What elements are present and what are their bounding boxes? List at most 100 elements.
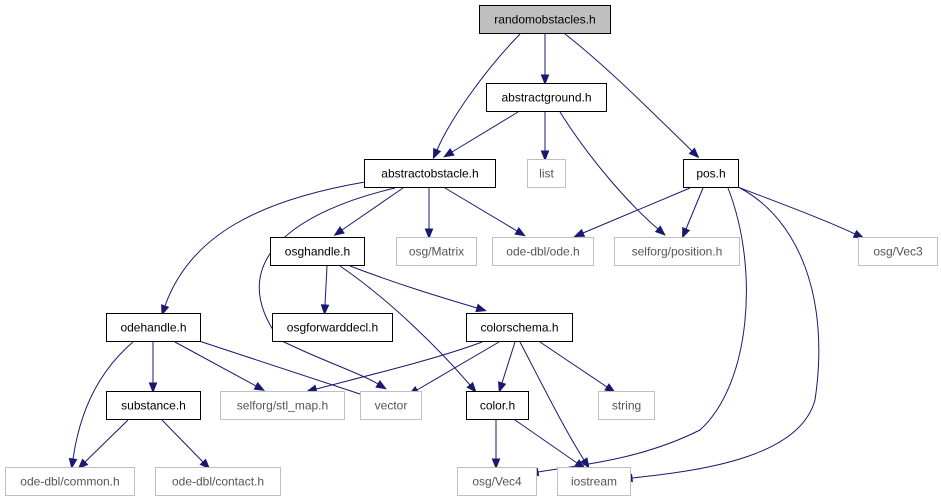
edge-line bbox=[514, 419, 578, 464]
edge-osghandle-to-colorschema bbox=[349, 265, 487, 313]
edge-arrowhead-icon bbox=[654, 225, 666, 236]
edge-arrowhead-icon bbox=[424, 228, 434, 240]
node-box bbox=[396, 237, 477, 266]
edge-substance-to-odedblcontact bbox=[161, 419, 211, 470]
nodes-layer: randomobstacles.h abstractground.h abstrac… bbox=[5, 5, 938, 496]
edge-arrowhead-icon bbox=[466, 381, 477, 393]
node-label: osghandle.h bbox=[285, 245, 350, 259]
node-box bbox=[360, 391, 422, 420]
node-osghandle[interactable]: osghandle.h bbox=[270, 237, 365, 266]
edge-odehandle-to-selforgstlmap bbox=[174, 341, 266, 391]
node-list: list bbox=[527, 159, 566, 188]
edge-arrowhead-icon bbox=[604, 383, 616, 393]
edge-arrowhead-icon bbox=[443, 148, 455, 158]
edge-arrowhead-icon bbox=[580, 457, 590, 469]
edge-colorschema-to-vector bbox=[408, 341, 500, 396]
node-box bbox=[614, 237, 740, 266]
node-selforgposition: selforg/position.h bbox=[614, 237, 740, 266]
node-label: vector bbox=[375, 399, 408, 413]
edge-abstractground-to-list bbox=[540, 112, 550, 162]
edge-arrowhead-icon bbox=[682, 226, 691, 239]
edge-arrowhead-icon bbox=[199, 458, 211, 470]
node-label: color.h bbox=[480, 399, 515, 413]
edge-color-to-osgvec4 bbox=[491, 420, 501, 470]
edge-arrowhead-icon bbox=[540, 74, 550, 86]
node-selforgstlmap: selforg/stl_map.h bbox=[220, 391, 345, 420]
edge-arrowhead-icon bbox=[333, 226, 345, 236]
node-label: randomobstacles.h bbox=[494, 13, 595, 27]
edge-abstractground-to-abstractobstacle bbox=[443, 111, 519, 158]
node-pos[interactable]: pos.h bbox=[683, 159, 739, 188]
edge-arrowhead-icon bbox=[161, 304, 170, 316]
edge-arrowhead-icon bbox=[498, 381, 507, 393]
node-osgforwarddecl[interactable]: osgforwarddecl.h bbox=[272, 313, 393, 342]
node-label: ode-dbl/common.h bbox=[20, 475, 119, 489]
node-odehandle[interactable]: odehandle.h bbox=[106, 313, 201, 342]
node-label: selforg/position.h bbox=[632, 245, 723, 259]
edge-randomobstacles-to-pos bbox=[564, 33, 700, 159]
edge-line bbox=[72, 341, 134, 460]
edge-arrowhead-icon bbox=[253, 381, 266, 391]
edge-line bbox=[564, 33, 693, 152]
node-box bbox=[858, 237, 938, 266]
edge-abstractobstacle-to-osghandle bbox=[333, 187, 404, 236]
node-colorschema[interactable]: colorschema.h bbox=[466, 313, 573, 342]
edge-osghandle-to-color bbox=[339, 265, 477, 393]
node-label: substance.h bbox=[121, 399, 186, 413]
edge-abstractobstacle-to-osgmatrix bbox=[424, 188, 434, 240]
edge-odehandle-to-odedblcommon bbox=[68, 341, 134, 470]
node-abstractground[interactable]: abstractground.h bbox=[486, 83, 607, 112]
edge-line bbox=[195, 339, 364, 396]
node-box bbox=[5, 467, 135, 496]
node-osgvec4: osg/Vec4 bbox=[457, 467, 537, 496]
edge-arrowhead-icon bbox=[514, 227, 526, 237]
node-abstractobstacle[interactable]: abstractobstacle.h bbox=[364, 159, 496, 188]
edge-arrowhead-icon bbox=[68, 457, 78, 470]
node-box bbox=[486, 83, 607, 112]
edge-randomobstacles-to-abstractground bbox=[540, 34, 550, 86]
edge-pos-to-odedblode bbox=[573, 187, 691, 238]
node-box bbox=[272, 313, 393, 342]
edge-abstractobstacle-to-vector bbox=[258, 187, 396, 390]
node-label: colorschema.h bbox=[480, 321, 558, 335]
node-label: iostream bbox=[571, 475, 617, 489]
edge-arrowhead-icon bbox=[432, 147, 442, 160]
node-odedblcommon: ode-dbl/common.h bbox=[5, 467, 135, 496]
edge-line bbox=[258, 187, 396, 385]
node-box bbox=[364, 159, 496, 188]
node-odedblode: ode-dbl/ode.h bbox=[492, 237, 594, 266]
node-label: abstractobstacle.h bbox=[381, 167, 478, 181]
edge-abstractground-to-selforgposition bbox=[559, 111, 666, 236]
edge-line bbox=[501, 341, 516, 384]
node-randomobstacles[interactable]: randomobstacles.h bbox=[479, 5, 611, 34]
node-substance[interactable]: substance.h bbox=[106, 391, 201, 420]
node-label: osg/Vec3 bbox=[873, 245, 923, 259]
edge-pos-to-osgvec3 bbox=[734, 185, 865, 239]
edge-line bbox=[161, 419, 204, 463]
node-color[interactable]: color.h bbox=[466, 391, 529, 420]
node-box bbox=[106, 391, 201, 420]
edge-line bbox=[685, 187, 704, 230]
edge-line bbox=[174, 341, 257, 387]
edge-line bbox=[582, 187, 691, 234]
node-box bbox=[683, 159, 739, 188]
edge-osghandle-to-osgforwarddecl bbox=[320, 265, 330, 316]
node-vector: vector bbox=[360, 391, 422, 420]
edge-line bbox=[84, 419, 129, 463]
node-osgvec3: osg/Vec3 bbox=[858, 237, 938, 266]
edge-pos-to-iostream bbox=[621, 187, 820, 483]
node-box bbox=[270, 237, 365, 266]
node-label: string bbox=[612, 399, 641, 413]
edge-abstractobstacle-to-odedblode bbox=[444, 187, 526, 237]
node-box bbox=[106, 313, 201, 342]
edge-line bbox=[416, 341, 500, 391]
edge-arrowhead-icon bbox=[540, 150, 550, 162]
edge-line bbox=[631, 187, 820, 479]
edge-line bbox=[519, 341, 585, 461]
edge-line bbox=[539, 341, 608, 388]
edge-line bbox=[734, 185, 856, 235]
node-iostream: iostream bbox=[557, 467, 631, 496]
node-box bbox=[492, 237, 594, 266]
node-box bbox=[527, 159, 566, 188]
